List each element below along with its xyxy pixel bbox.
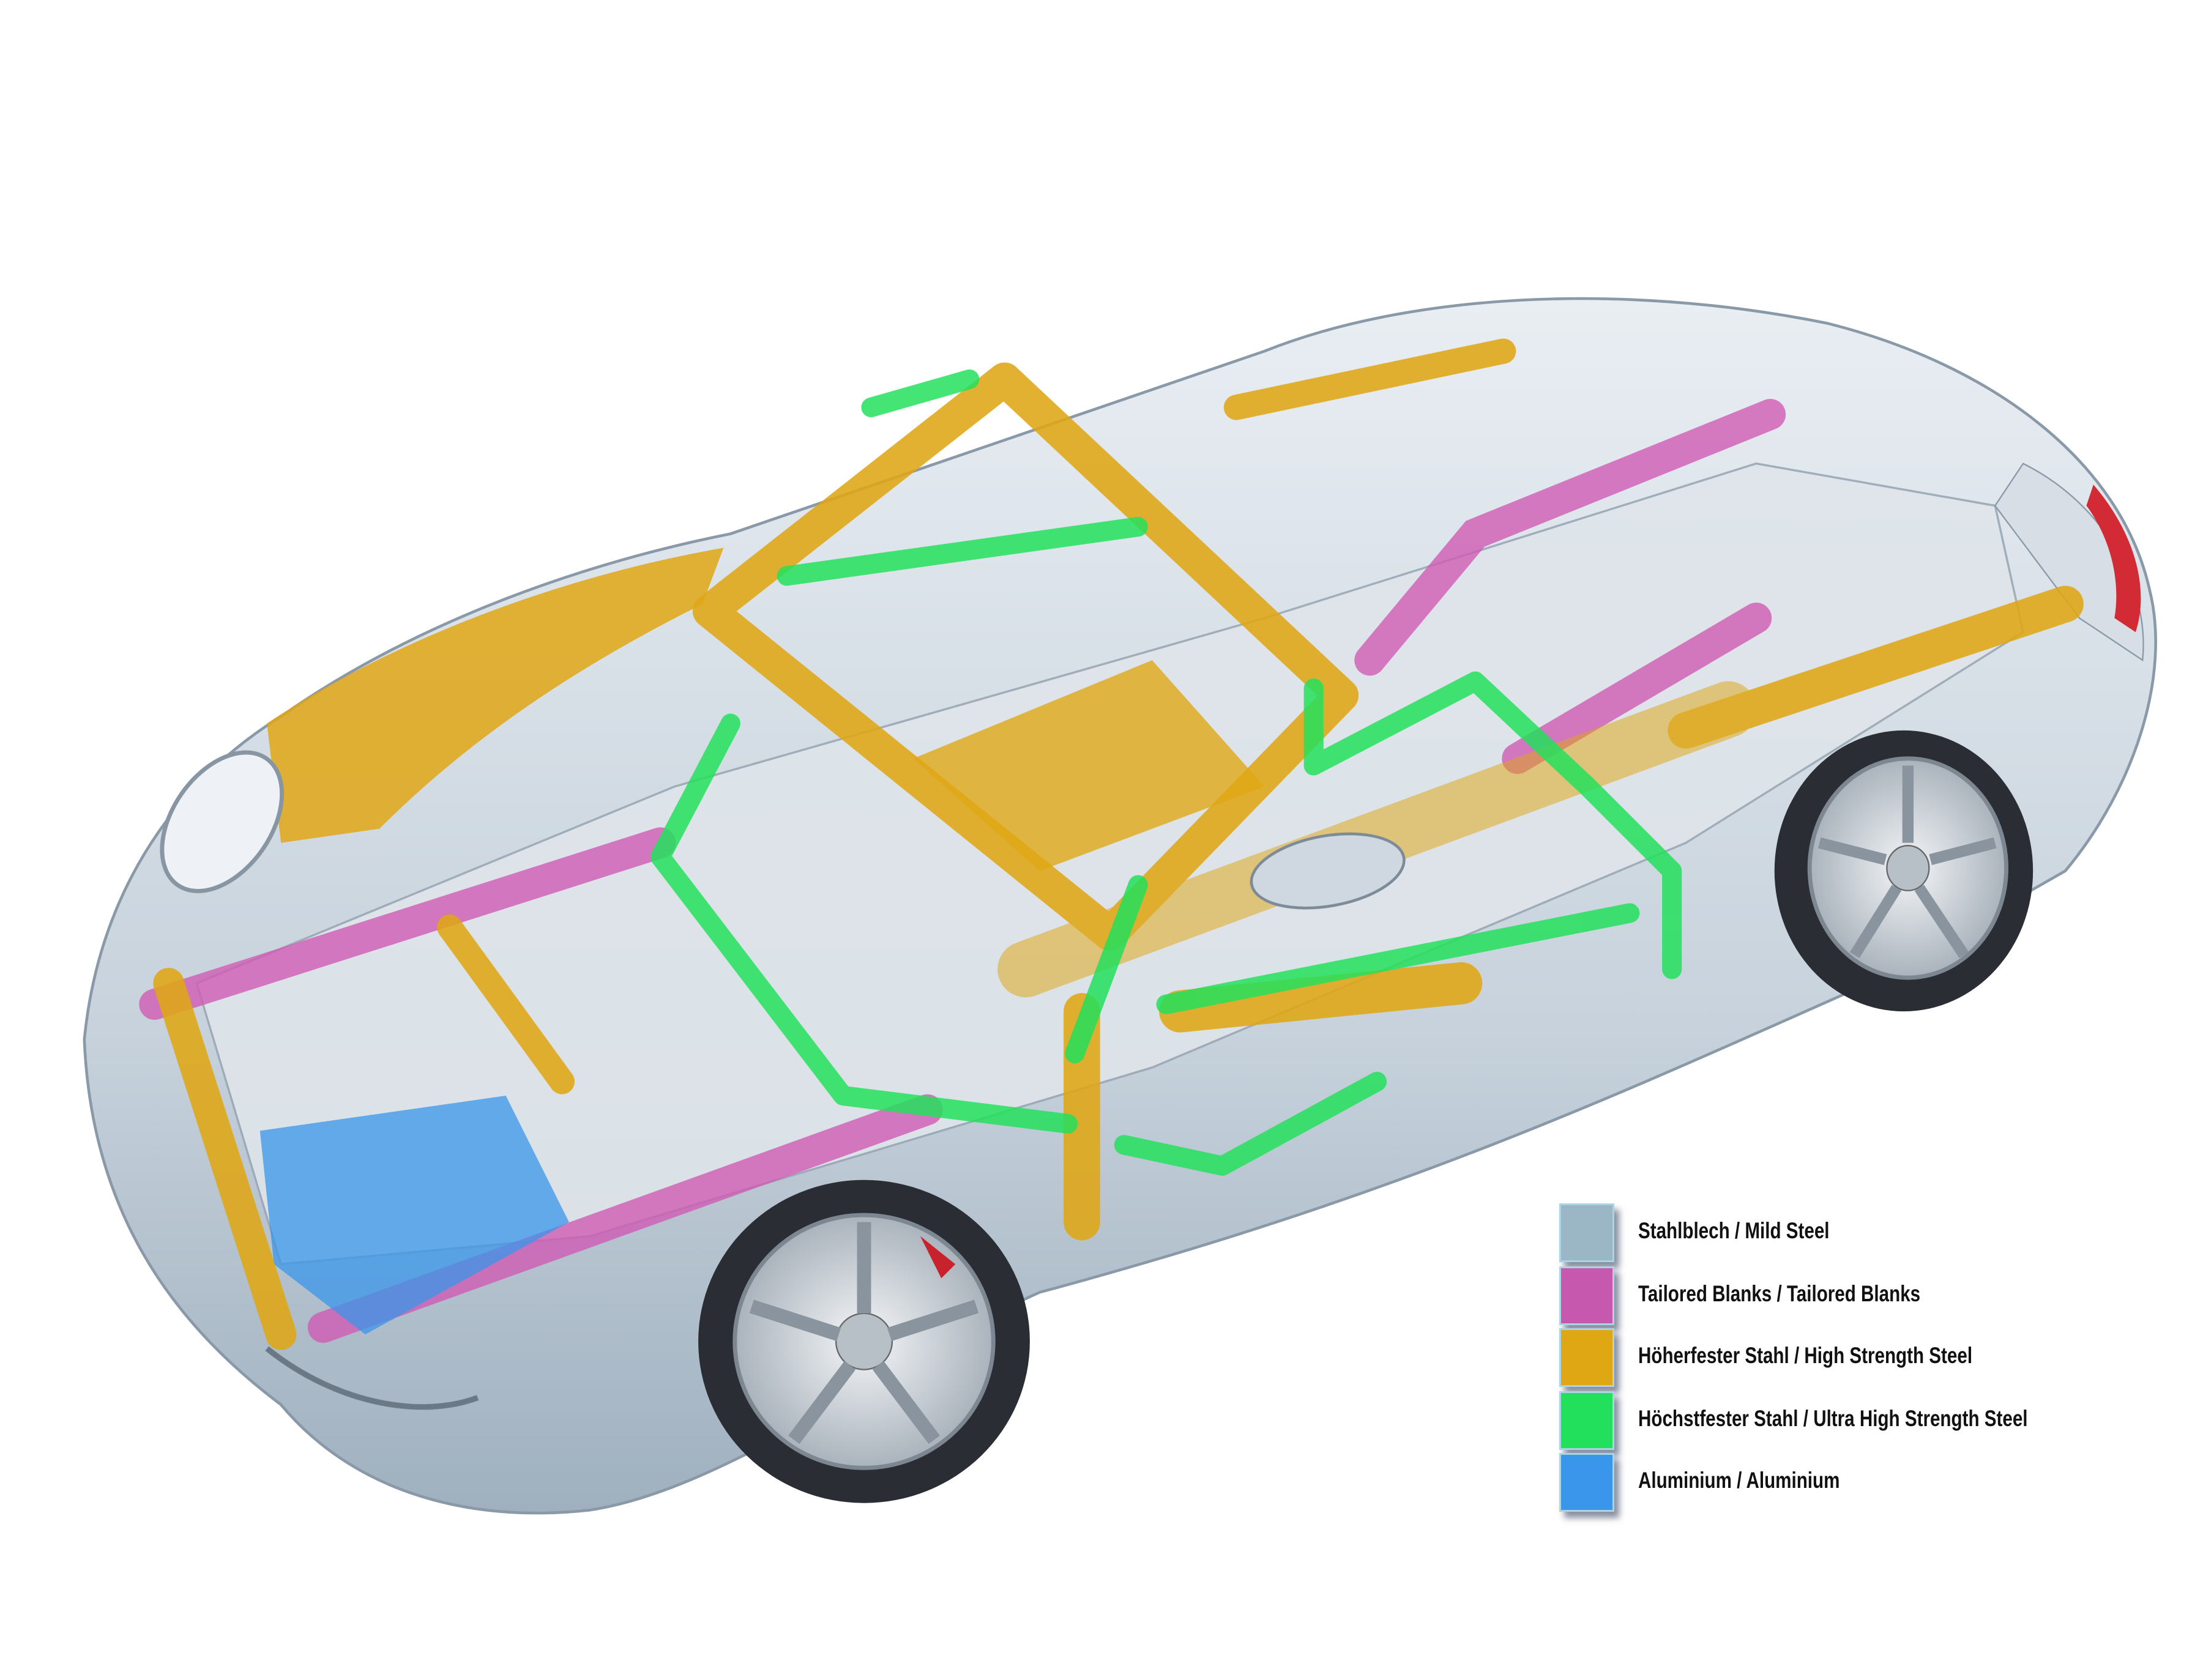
- mild-steel-swatch: [1559, 1203, 1614, 1262]
- ultra-high-strength-steel-swatch: [1559, 1391, 1614, 1450]
- tail-light: [2086, 485, 2141, 633]
- aluminium-swatch: [1559, 1453, 1614, 1512]
- front-bumper-intake: [265, 1346, 479, 1410]
- center-tunnel-structure: [913, 660, 1265, 871]
- aluminium-crash-box: [259, 1095, 569, 1335]
- tailored-blanks-swatch: [1559, 1266, 1614, 1325]
- hood-panel: [267, 548, 724, 843]
- legend-item-high-strength-steel: Höherfester Stahl / High Strength Steel: [1559, 1328, 2171, 1387]
- legend-item-ultra-high-strength-steel: Höchstfester Stahl / Ultra High Strength…: [1559, 1391, 2171, 1450]
- legend-label: Tailored Blanks / Tailored Blanks: [1638, 1281, 1921, 1306]
- high-strength-steel-swatch: [1559, 1328, 1614, 1387]
- legend-label: Höherfester Stahl / High Strength Steel: [1638, 1343, 1973, 1368]
- ultra-high-strength-steel-parts: [650, 369, 1682, 1176]
- legend-label: Stahlblech / Mild Steel: [1638, 1218, 1830, 1243]
- rear-wheel: [1774, 730, 2033, 1012]
- legend-item-tailored-blanks: Tailored Blanks / Tailored Blanks: [1559, 1266, 2171, 1325]
- side-mirror: [1250, 832, 1406, 910]
- legend-item-mild-steel: Stahlblech / Mild Steel: [1559, 1203, 2171, 1262]
- legend-label: Aluminium / Aluminium: [1638, 1468, 1840, 1493]
- front-wheel: [698, 1180, 1030, 1503]
- legend-label: Höchstfester Stahl / Ultra High Strength…: [1638, 1406, 2028, 1431]
- legend-item-aluminium: Aluminium / Aluminium: [1559, 1453, 2171, 1512]
- headlight: [160, 750, 285, 893]
